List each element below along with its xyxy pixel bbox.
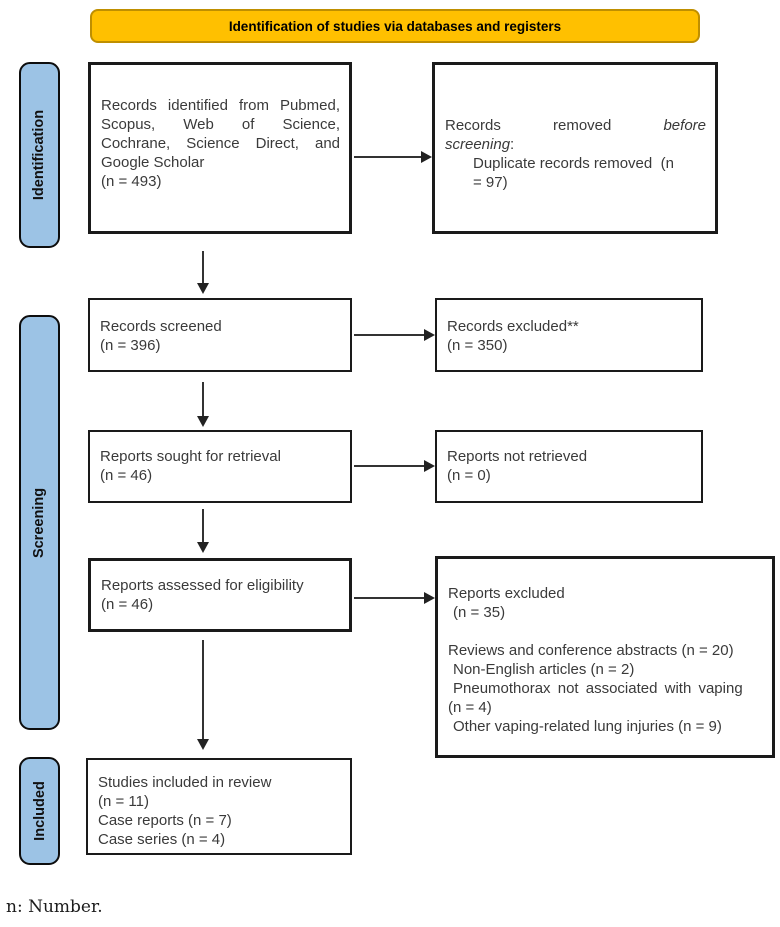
arrow-shaft	[354, 465, 426, 467]
box-line: (n = 0)	[447, 467, 491, 484]
box-reports-sought-for-retrieval: Reports sought for retrieval (n = 46)	[88, 430, 352, 503]
arrow-head-down-icon	[197, 283, 209, 294]
arrow-head-right-icon	[421, 151, 432, 163]
arrow-head-down-icon	[197, 416, 209, 427]
box-line: Non-English articles (n = 2)	[453, 661, 635, 678]
box-line: Reviews and conference abstracts (n = 20…	[448, 642, 734, 659]
arrow-shaft	[202, 251, 204, 285]
box-line: Records identified from Pubmed,	[101, 97, 340, 114]
box-records-removed-before-screening: Records removed before screening: Duplic…	[432, 62, 718, 234]
box-line: screening:	[445, 135, 706, 154]
box-line: = 97)	[473, 174, 508, 191]
arrow-head-down-icon	[197, 739, 209, 750]
footnote: n: Number.	[6, 897, 103, 917]
box-line: Scopus, Web of Science,	[101, 116, 340, 133]
box-line: Google Scholar	[101, 154, 205, 171]
arrow-screened-to-sought	[197, 382, 209, 427]
box-reports-not-retrieved: Reports not retrieved (n = 0)	[435, 430, 703, 503]
title-banner: Identification of studies via databases …	[90, 9, 700, 43]
box-records-screened: Records screened (n = 396)	[88, 298, 352, 372]
box-line: (n = 35)	[453, 604, 506, 621]
box-studies-included-in-review: Studies included in review (n = 11) Case…	[86, 758, 352, 855]
stage-label-screening-text: Screening	[31, 487, 48, 558]
box-line: (n = 46)	[101, 596, 154, 613]
text-segment-italic: screening	[445, 136, 511, 153]
stage-label-screening: Screening	[19, 315, 60, 730]
box-line: (n = 396)	[100, 337, 161, 354]
arrow-shaft	[354, 334, 426, 336]
text-segment: :	[510, 136, 515, 153]
box-line: Case series (n = 4)	[98, 831, 226, 848]
box-line: Other vaping-related lung injuries (n = …	[453, 718, 722, 735]
arrow-shaft	[354, 156, 423, 158]
arrow-head-right-icon	[424, 329, 435, 341]
stage-label-included-text: Included	[31, 781, 48, 841]
blank-line	[448, 622, 765, 641]
arrow-assessed-to-excluded	[354, 592, 435, 604]
arrow-shaft	[202, 509, 204, 544]
stage-label-included: Included	[19, 757, 60, 865]
box-line: (n = 11)	[98, 793, 149, 810]
arrow-screened-to-excluded	[354, 329, 435, 341]
text-segment: Records	[445, 117, 501, 134]
box-line: Studies included in review	[98, 774, 272, 791]
box-records-excluded: Records excluded** (n = 350)	[435, 298, 703, 372]
box-line: (n = 493)	[101, 173, 162, 190]
box-line: Reports assessed for eligibility	[101, 577, 304, 594]
box-records-identified: Records identified from Pubmed, Scopus, …	[88, 62, 352, 234]
arrow-assessed-to-included	[197, 640, 209, 750]
box-line: (n = 4)	[448, 699, 492, 716]
box-line: Cochrane, Science Direct, and	[101, 135, 340, 152]
arrow-sought-to-not-retrieved	[354, 460, 435, 472]
arrow-sought-to-assessed	[197, 509, 209, 553]
arrow-head-right-icon	[424, 592, 435, 604]
box-reports-excluded: Reports excluded (n = 35) Reviews and co…	[435, 556, 775, 758]
arrow-shaft	[354, 597, 426, 599]
box-line: Pneumothorax not associated with vaping	[453, 680, 743, 697]
box-line: Reports not retrieved	[447, 448, 588, 465]
box-reports-assessed-for-eligibility: Reports assessed for eligibility (n = 46…	[88, 558, 352, 632]
arrow-shaft	[202, 640, 204, 741]
stage-label-identification: Identification	[19, 62, 60, 248]
box-line: Duplicate records removed (n	[473, 155, 674, 172]
text-segment-italic: before	[663, 117, 707, 134]
arrow-head-down-icon	[197, 542, 209, 553]
title-banner-label: Identification of studies via databases …	[228, 18, 562, 34]
box-line: Records excluded**	[447, 318, 579, 335]
box-line: (n = 350)	[447, 337, 508, 354]
box-line: Reports sought for retrieval	[100, 448, 281, 465]
arrow-identified-to-screened	[197, 251, 209, 294]
box-line: Records removed before	[445, 116, 706, 135]
arrow-head-right-icon	[424, 460, 435, 472]
text-segment: removed	[552, 117, 612, 134]
arrow-identified-to-removed	[354, 151, 432, 163]
stage-label-identification-text: Identification	[31, 109, 48, 201]
box-line: (n = 46)	[100, 467, 153, 484]
box-line: Reports excluded	[448, 585, 565, 602]
arrow-shaft	[202, 382, 204, 418]
box-line: Records screened	[100, 318, 222, 335]
box-line: Case reports (n = 7)	[98, 812, 232, 829]
